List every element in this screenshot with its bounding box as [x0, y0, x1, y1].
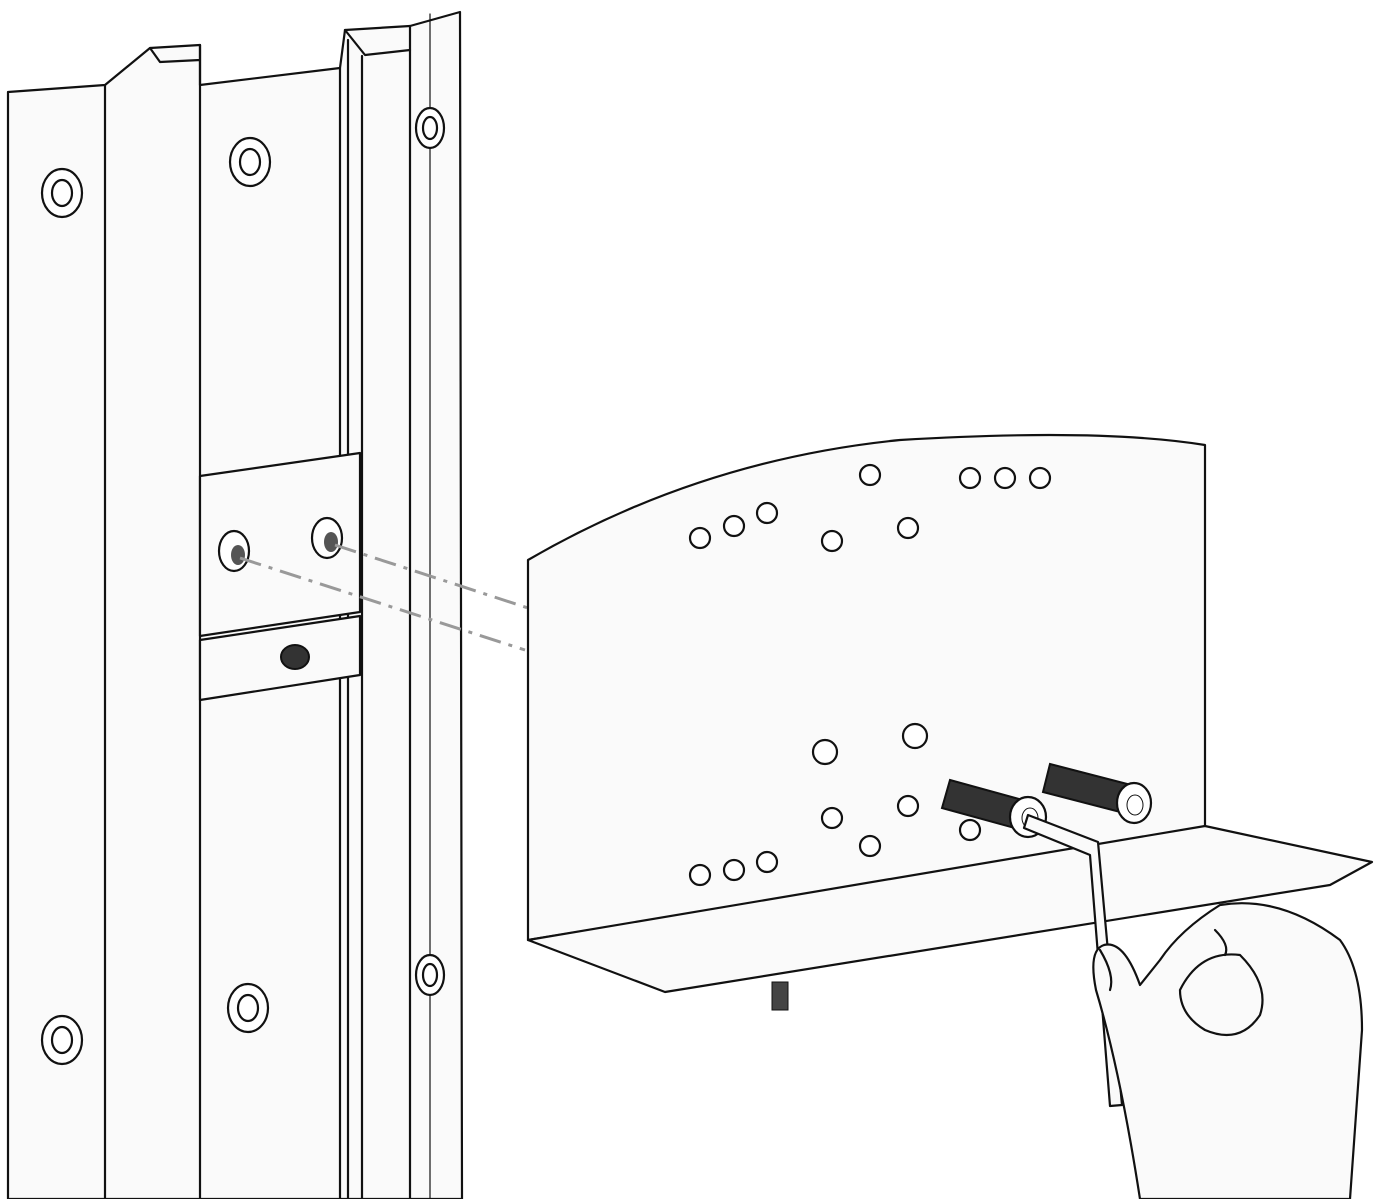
bracket-holes [688, 463, 1052, 887]
slot-nut-bar [198, 451, 362, 702]
rail-holes [40, 106, 446, 1066]
hex-key [1022, 813, 1124, 1108]
hand [1092, 902, 1364, 1199]
